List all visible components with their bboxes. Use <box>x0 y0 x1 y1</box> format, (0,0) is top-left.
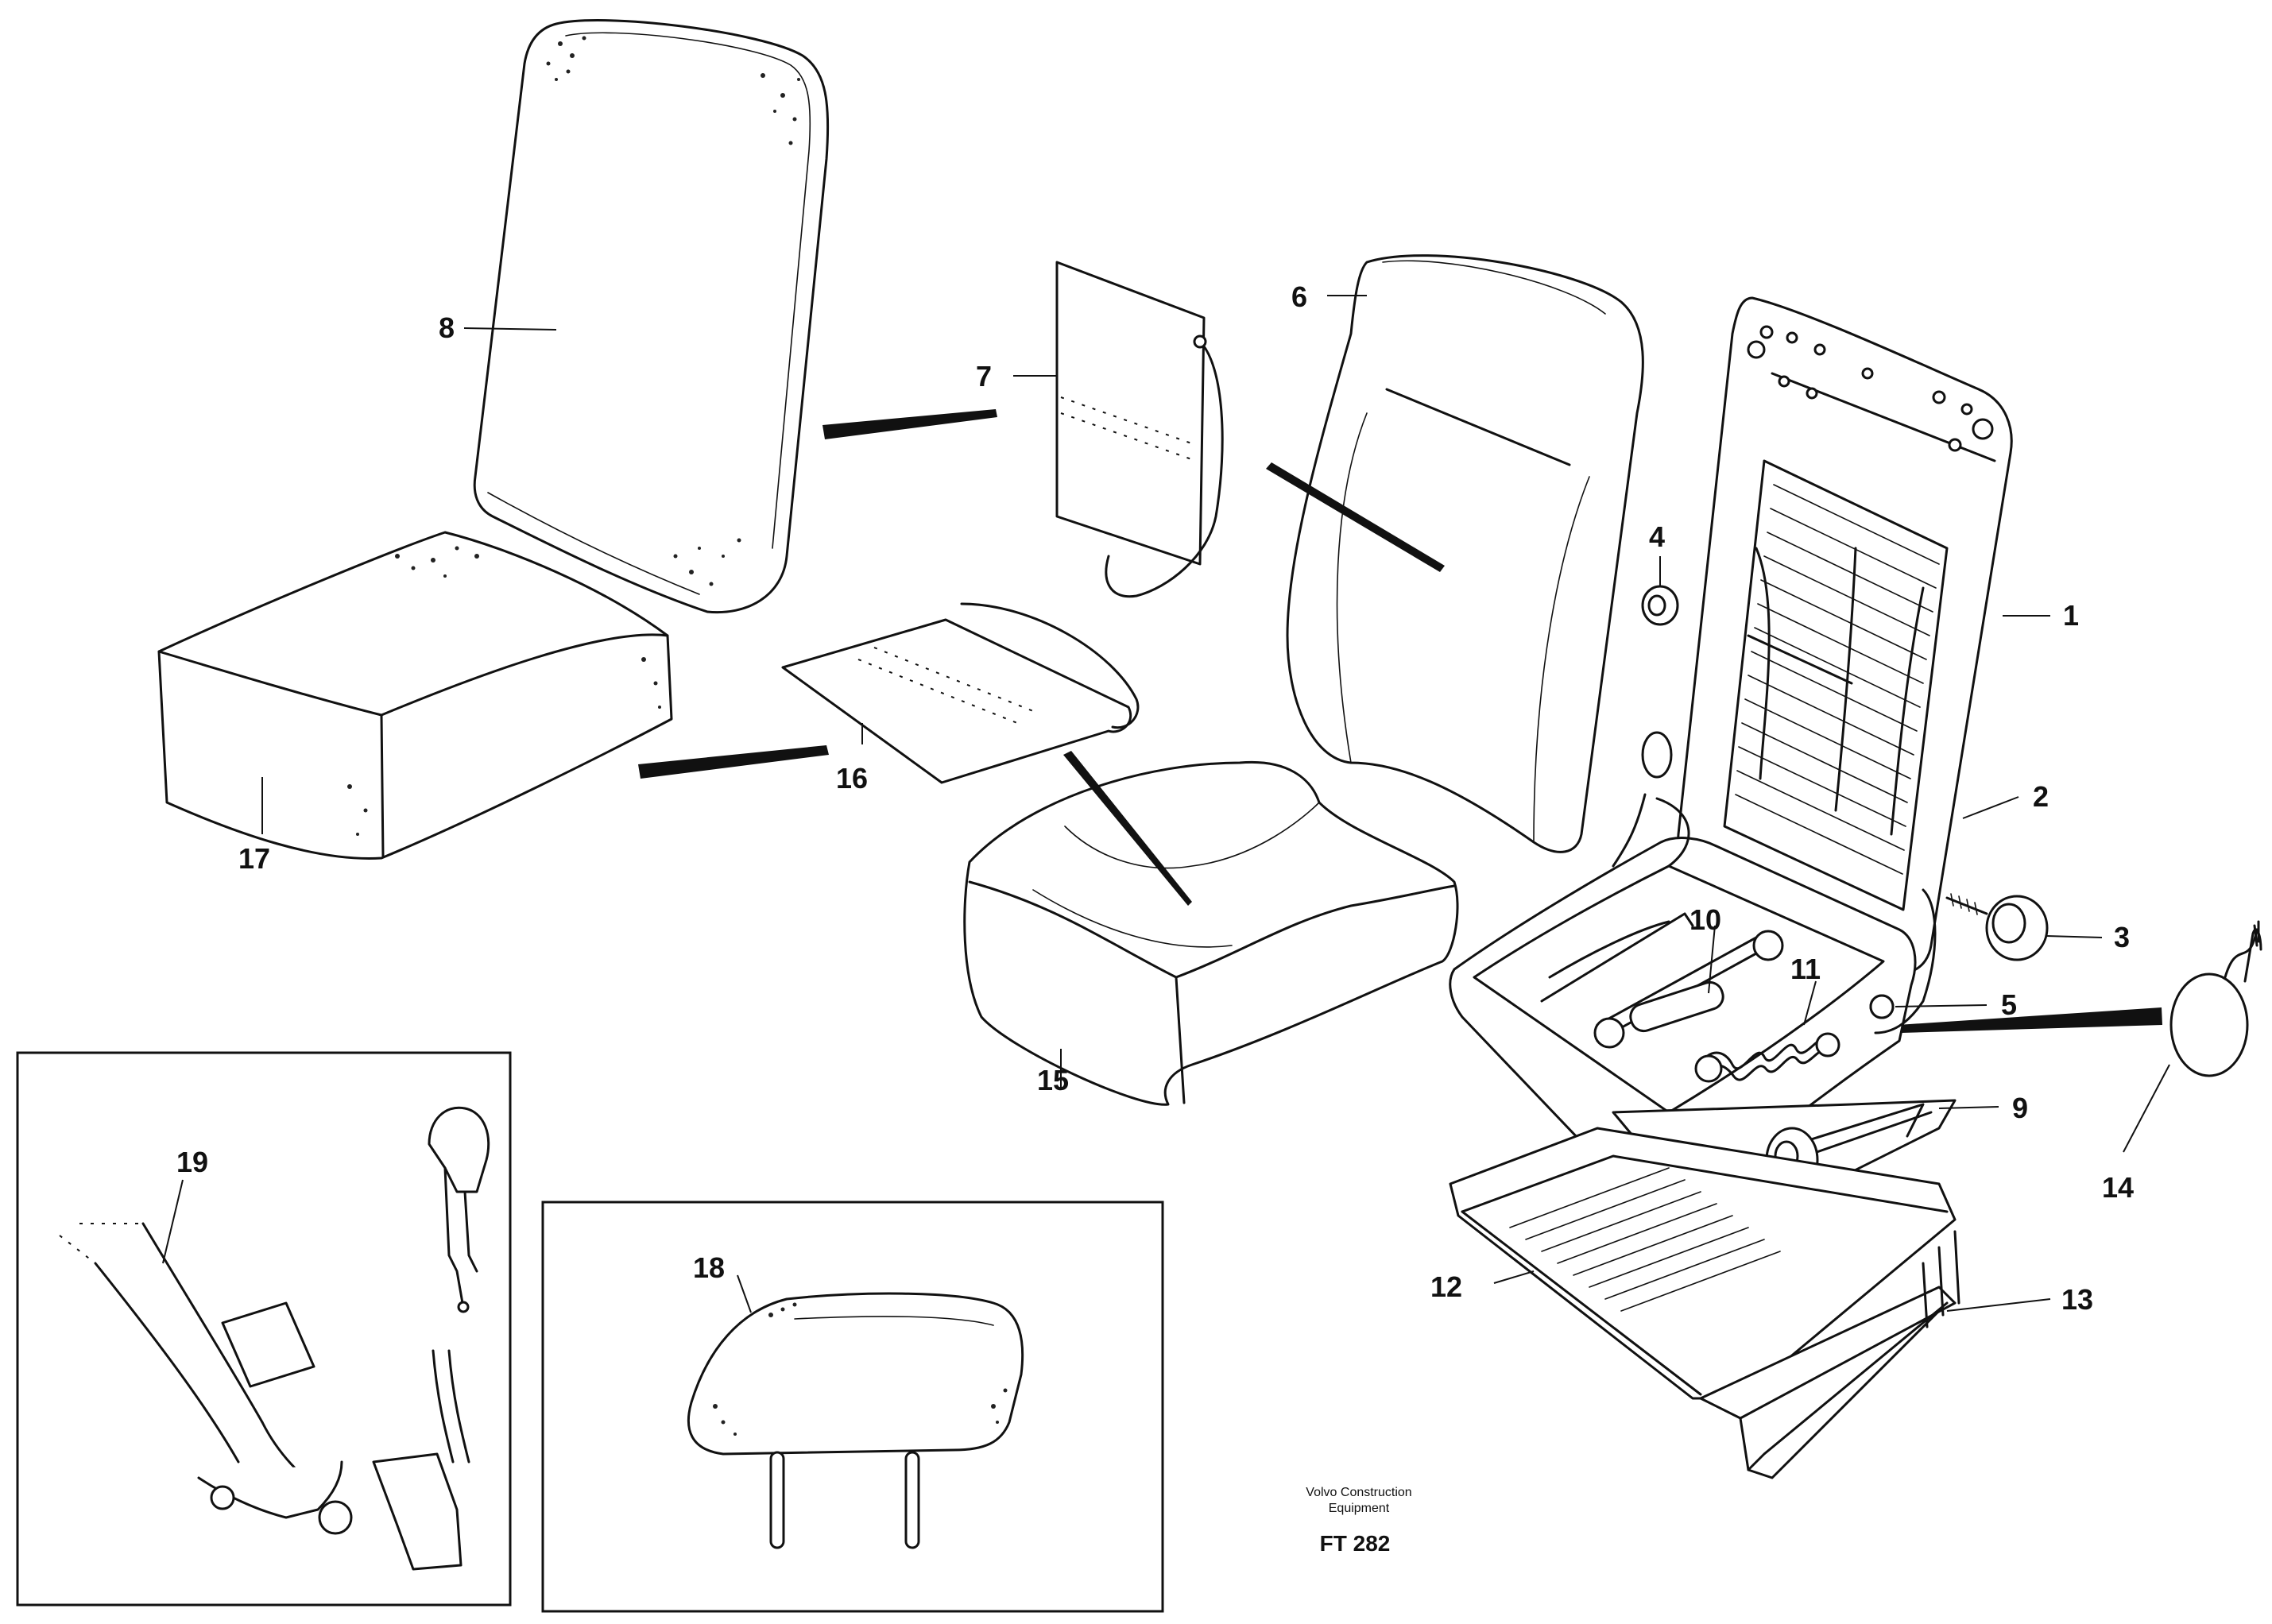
callout-6: 6 <box>1291 280 1307 313</box>
callout-4: 4 <box>1649 520 1665 553</box>
brand-line-1: Volvo Construction <box>1306 1486 1411 1499</box>
part-3-adjustment-knob <box>1945 893 2049 961</box>
callout-19: 19 <box>176 1146 208 1178</box>
callout-7: 7 <box>976 360 992 392</box>
callout-16: 16 <box>836 762 868 795</box>
leader-lines <box>162 295 2170 1313</box>
callout-8: 8 <box>439 311 455 344</box>
callout-1: 1 <box>2063 599 2079 632</box>
drawing-credit: Volvo Construction Equipment FT 282 <box>1306 1486 1411 1556</box>
part-8-backrest-cushion <box>473 19 830 614</box>
part-7-heating-pad-back <box>1055 261 1224 598</box>
part-11-spring <box>1694 1032 1840 1083</box>
part-1-backrest-frame <box>1677 296 2013 974</box>
part-17-seat-cushion <box>157 531 673 860</box>
part-5-bushing <box>1869 994 1895 1019</box>
part-15-seat-foam <box>963 760 1459 1106</box>
callout-10: 10 <box>1689 903 1721 936</box>
callout-5: 5 <box>2001 988 2017 1021</box>
inset-headrest <box>541 1201 1164 1613</box>
part-4-knob <box>1641 585 1679 626</box>
callout-13: 13 <box>2061 1283 2093 1316</box>
part-12-rail-base <box>1449 1127 1957 1400</box>
part-16-heating-pad-seat <box>781 602 1140 784</box>
part-6-backrest-foam <box>1286 254 1644 853</box>
inset-seat-belt <box>16 1051 512 1607</box>
callout-11: 11 <box>1790 953 1821 985</box>
callouts: 1 2 3 4 5 6 7 8 9 10 11 12 13 14 15 16 1… <box>176 280 2134 1316</box>
brand-line-2: Equipment <box>1329 1502 1390 1515</box>
callout-18: 18 <box>693 1251 725 1284</box>
wedge-pointers <box>638 409 2162 1033</box>
callout-17: 17 <box>238 842 270 875</box>
part-14-strap-clamp <box>2169 920 2262 1077</box>
callout-9: 9 <box>2012 1092 2028 1124</box>
callout-2: 2 <box>2033 780 2049 813</box>
part-10-damper <box>1540 912 1784 1049</box>
callout-12: 12 <box>1430 1270 1462 1303</box>
part-13-slide-rail <box>1699 1230 1960 1479</box>
callout-15: 15 <box>1037 1064 1069 1096</box>
drawing-code: FT 282 <box>1320 1531 1391 1556</box>
callout-3: 3 <box>2114 921 2130 953</box>
callout-14: 14 <box>2102 1171 2134 1204</box>
